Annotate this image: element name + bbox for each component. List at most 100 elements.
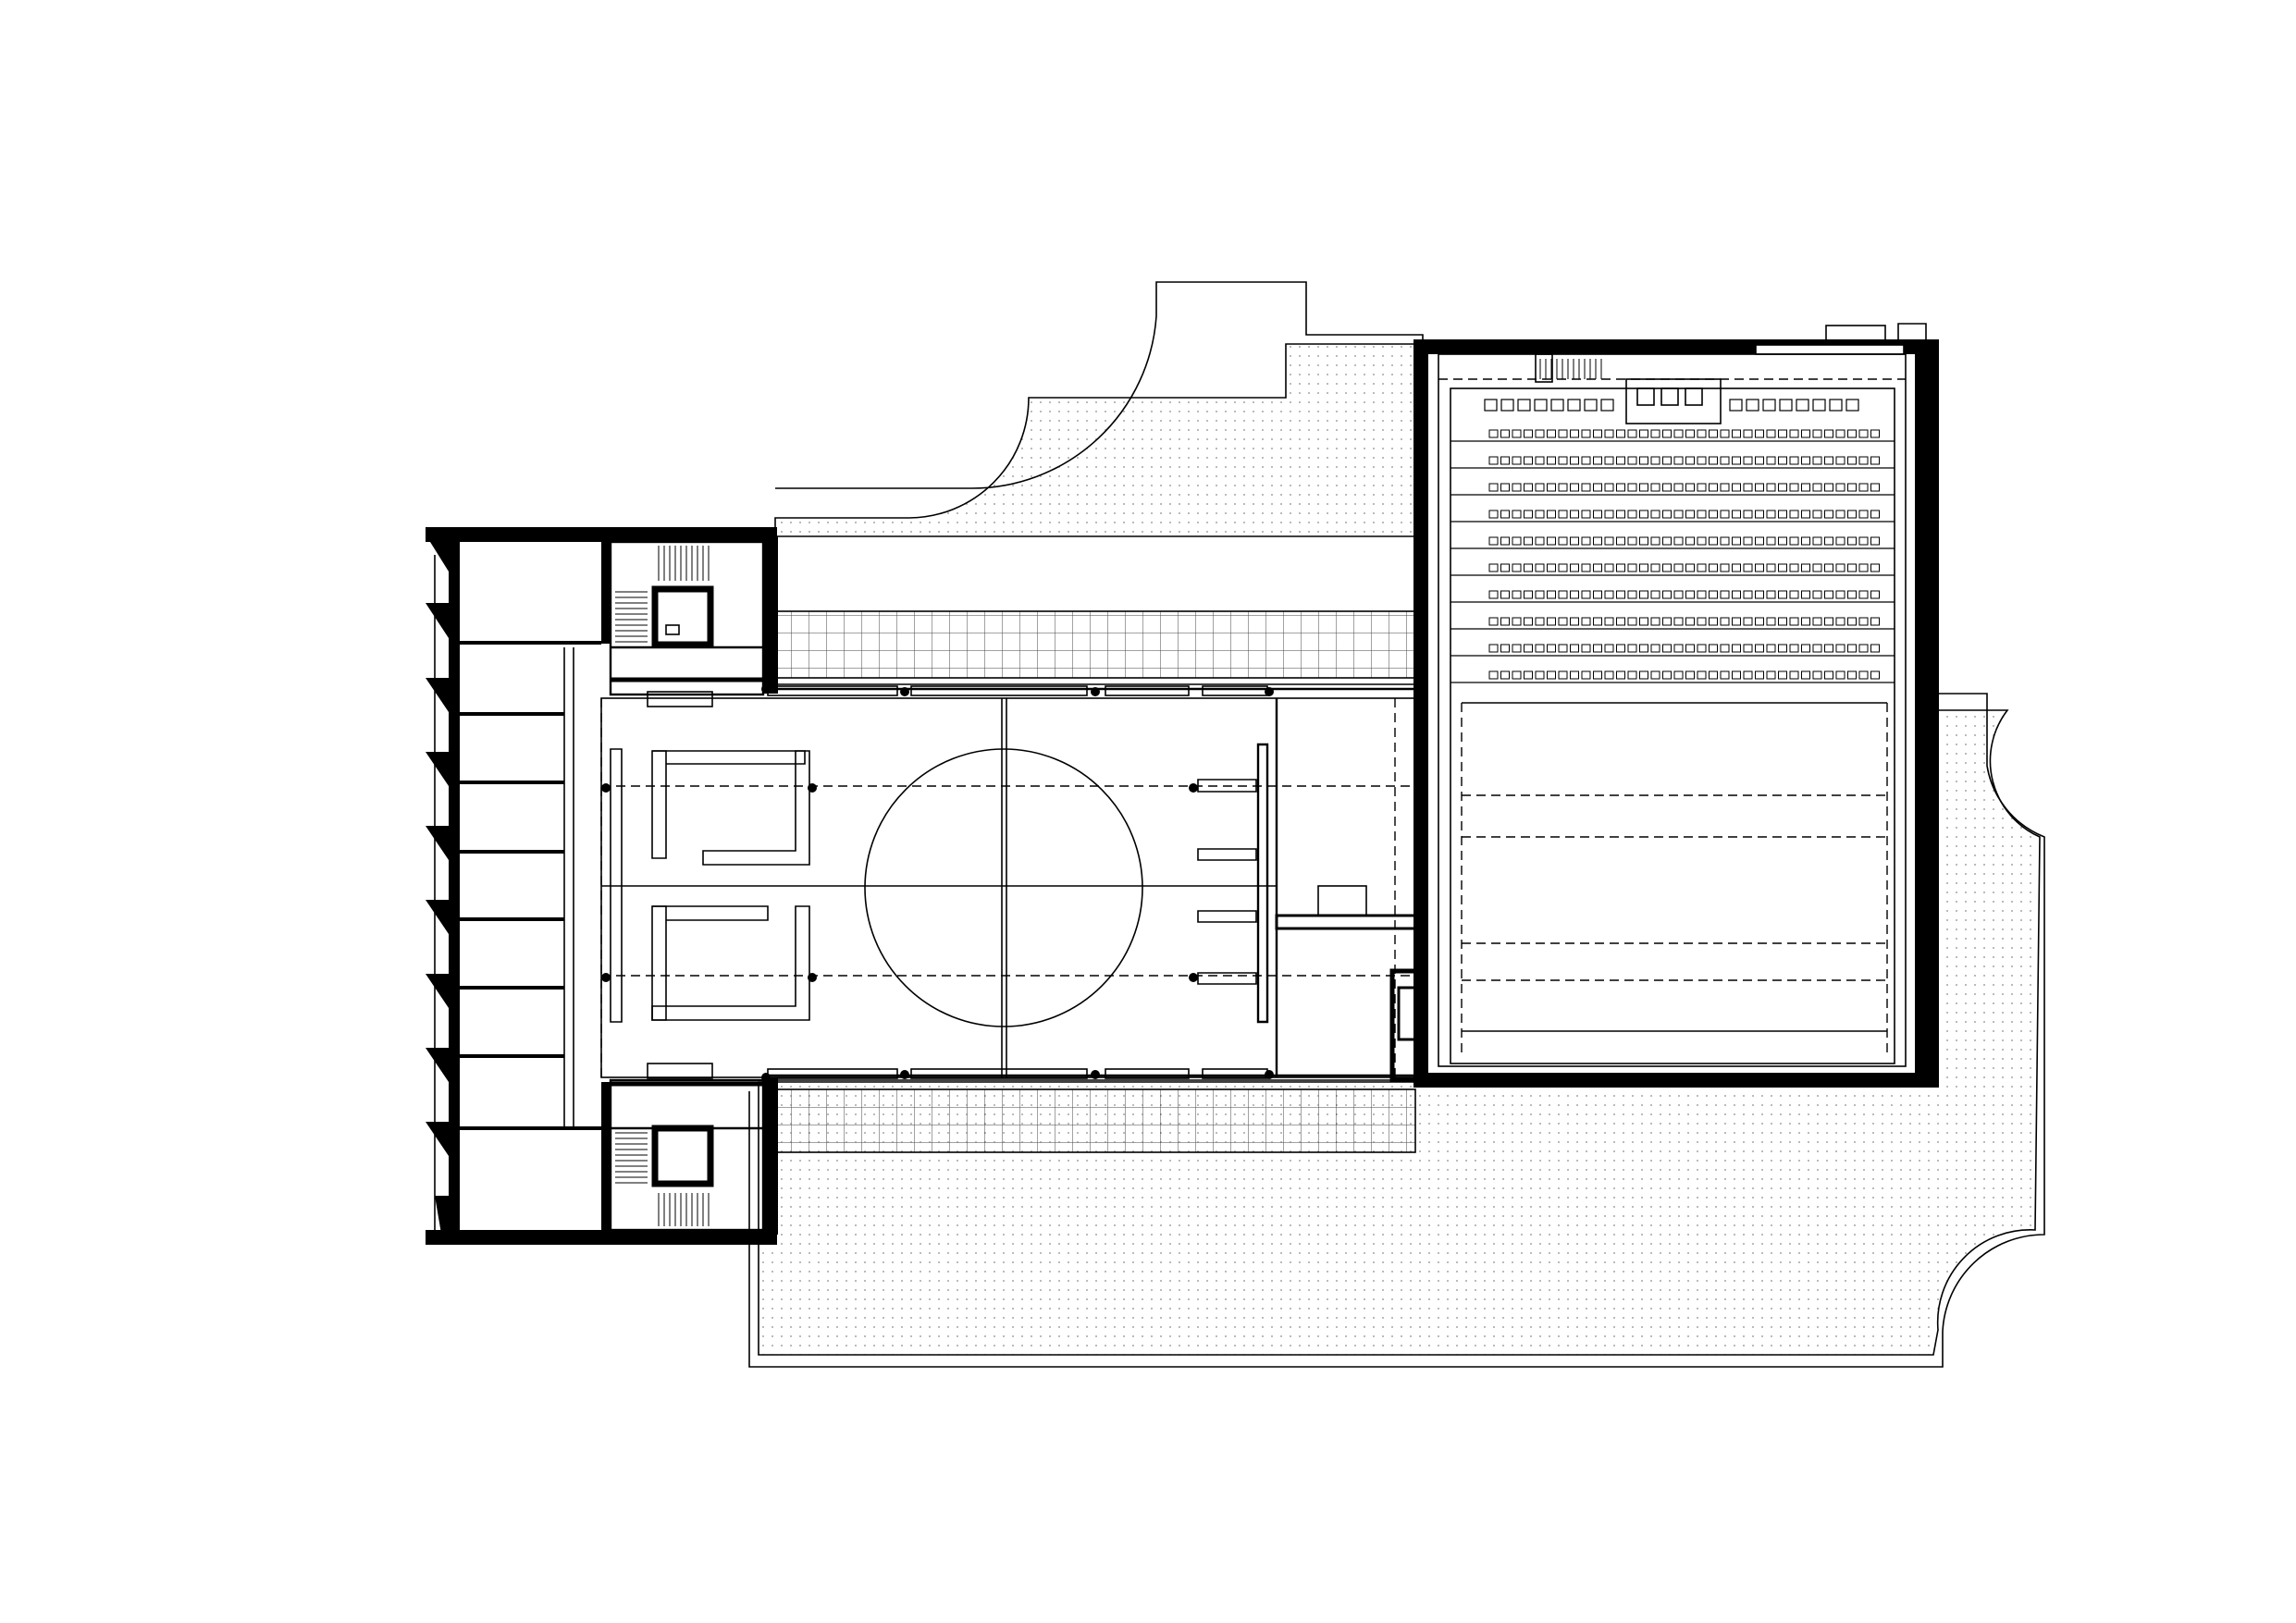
seat (1558, 590, 1568, 599)
seat (1604, 563, 1614, 572)
seat (1743, 617, 1753, 626)
seat (1567, 399, 1581, 412)
seat (1593, 590, 1602, 599)
seat (1789, 590, 1799, 599)
seat (1488, 456, 1499, 465)
seat (1535, 456, 1545, 465)
seat (1847, 644, 1857, 653)
seat (1535, 483, 1545, 492)
seat (1685, 617, 1695, 626)
seat (1650, 590, 1660, 599)
seat (1789, 536, 1799, 546)
seat (1858, 483, 1869, 492)
seat (1650, 536, 1660, 546)
seat (1729, 399, 1743, 412)
seat (1720, 536, 1730, 546)
seat (1616, 670, 1625, 680)
seat (1732, 590, 1741, 599)
seat (1824, 563, 1833, 572)
seat (1709, 563, 1718, 572)
seat (1488, 563, 1499, 572)
seat (1685, 429, 1695, 438)
seat (1709, 456, 1718, 465)
seat (1488, 510, 1499, 519)
seat (1812, 456, 1822, 465)
seat (1534, 399, 1548, 412)
seat (1755, 536, 1764, 546)
seat (1650, 429, 1660, 438)
seat (1847, 483, 1857, 492)
seat (1743, 510, 1753, 519)
terrace-south-east (748, 693, 2045, 1368)
seat (1662, 590, 1672, 599)
seat (1697, 536, 1707, 546)
seat (1500, 456, 1510, 465)
south-grid-walkway (774, 1088, 1416, 1153)
seat (1789, 644, 1799, 653)
seat (1858, 644, 1869, 653)
seat (1512, 644, 1522, 653)
seat (1720, 617, 1730, 626)
seat (1524, 670, 1533, 680)
seat (1732, 510, 1741, 519)
seat (1604, 670, 1614, 680)
seat (1801, 617, 1810, 626)
seat (1812, 590, 1822, 599)
seat (1835, 644, 1845, 653)
seat (1743, 429, 1753, 438)
seat (1858, 590, 1869, 599)
seat (1778, 510, 1787, 519)
seat (1570, 644, 1579, 653)
seat (1558, 644, 1568, 653)
seat (1755, 644, 1764, 653)
seat (1801, 483, 1810, 492)
central-hall (600, 683, 1423, 1081)
seat (1697, 483, 1707, 492)
seat (1755, 483, 1764, 492)
seat (1512, 429, 1522, 438)
seat (1570, 563, 1579, 572)
seat (1746, 399, 1759, 412)
seat (1517, 399, 1531, 412)
seat (1604, 536, 1614, 546)
seat (1778, 644, 1787, 653)
seat (1858, 536, 1869, 546)
seat (1720, 429, 1730, 438)
seat (1824, 510, 1833, 519)
seat (1627, 536, 1637, 546)
seat (1593, 670, 1602, 680)
seat (1558, 617, 1568, 626)
seat (1662, 429, 1672, 438)
seat (1500, 399, 1514, 412)
seat (1512, 617, 1522, 626)
seat (1720, 456, 1730, 465)
seat (1616, 536, 1625, 546)
seat (1778, 483, 1787, 492)
seat (1593, 429, 1602, 438)
seat (1662, 510, 1672, 519)
seat (1801, 429, 1810, 438)
seat (1570, 590, 1579, 599)
seat (1732, 644, 1741, 653)
auditorium (1413, 339, 1939, 1088)
seat (1709, 483, 1718, 492)
seat (1870, 590, 1880, 599)
stair-core-north (609, 540, 765, 707)
seat (1697, 510, 1707, 519)
seat (1535, 563, 1545, 572)
seat (1604, 510, 1614, 519)
seat (1812, 510, 1822, 519)
seat (1766, 563, 1776, 572)
seat (1732, 483, 1741, 492)
seat (1870, 670, 1880, 680)
seat (1847, 617, 1857, 626)
seat (1488, 644, 1499, 653)
seat (1593, 536, 1602, 546)
seat (1766, 510, 1776, 519)
seat (1812, 617, 1822, 626)
seat (1801, 510, 1810, 519)
seat (1755, 510, 1764, 519)
seat (1870, 563, 1880, 572)
seat (1789, 510, 1799, 519)
